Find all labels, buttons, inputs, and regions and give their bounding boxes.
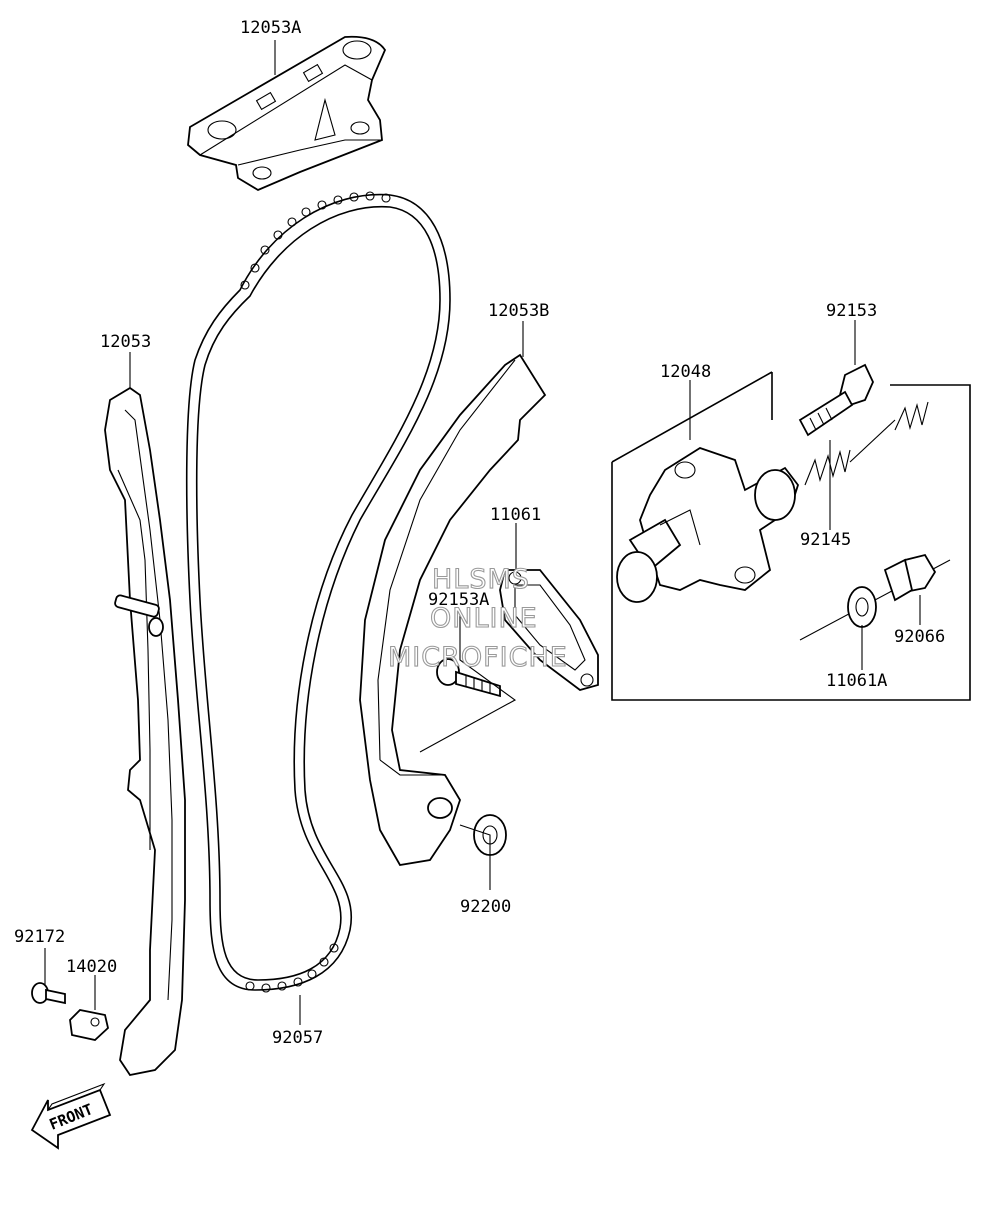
label-92153[interactable]: 92153 [826,301,877,321]
label-12053B[interactable]: 12053B [488,301,549,321]
part-11061A-gasket-washer[interactable] [847,586,877,628]
part-92066-plug[interactable] [883,553,937,602]
leader-lines [44,40,921,1025]
part-92153-bolt[interactable] [798,363,874,437]
part-11061-gasket[interactable] [499,569,599,691]
watermark-line-2: ONLINE [430,603,538,634]
label-92200[interactable]: 92200 [460,897,511,917]
part-12053-rear-chain-guide[interactable] [104,386,186,1077]
label-12053A[interactable]: 12053A [240,18,301,38]
label-12053[interactable]: 12053 [100,332,151,352]
label-92057[interactable]: 92057 [272,1028,323,1048]
front-arrow-icon [30,1088,112,1150]
part-92057-cam-chain[interactable] [185,191,451,993]
part-12048-chain-tensioner[interactable] [616,447,800,603]
part-92153A-bolt[interactable] [436,658,501,698]
label-12048[interactable]: 12048 [660,362,711,382]
label-11061[interactable]: 11061 [490,505,541,525]
part-12053B-tensioner-chain-guide[interactable] [359,353,547,866]
label-92172[interactable]: 92172 [14,927,65,947]
label-92066[interactable]: 92066 [894,627,945,647]
label-92153A[interactable]: 92153A [428,590,489,610]
watermark-line-1: HLSMS [432,564,530,595]
label-92145[interactable]: 92145 [800,530,851,550]
part-92172-screw[interactable] [31,982,66,1005]
part-labels: 12053A 12053 12053B 11061 92153A 92200 9… [14,18,945,1048]
part-12053A-upper-chain-guide[interactable] [187,35,387,192]
part-14020-plate[interactable] [69,1009,109,1041]
label-11061A[interactable]: 11061A [826,671,887,691]
front-arrow: FRONT [30,1082,112,1150]
label-14020[interactable]: 14020 [66,957,117,977]
watermark-line-3: MICROFICHE [388,642,568,673]
watermark: HLSMS ONLINE MICROFICHE [387,563,568,673]
